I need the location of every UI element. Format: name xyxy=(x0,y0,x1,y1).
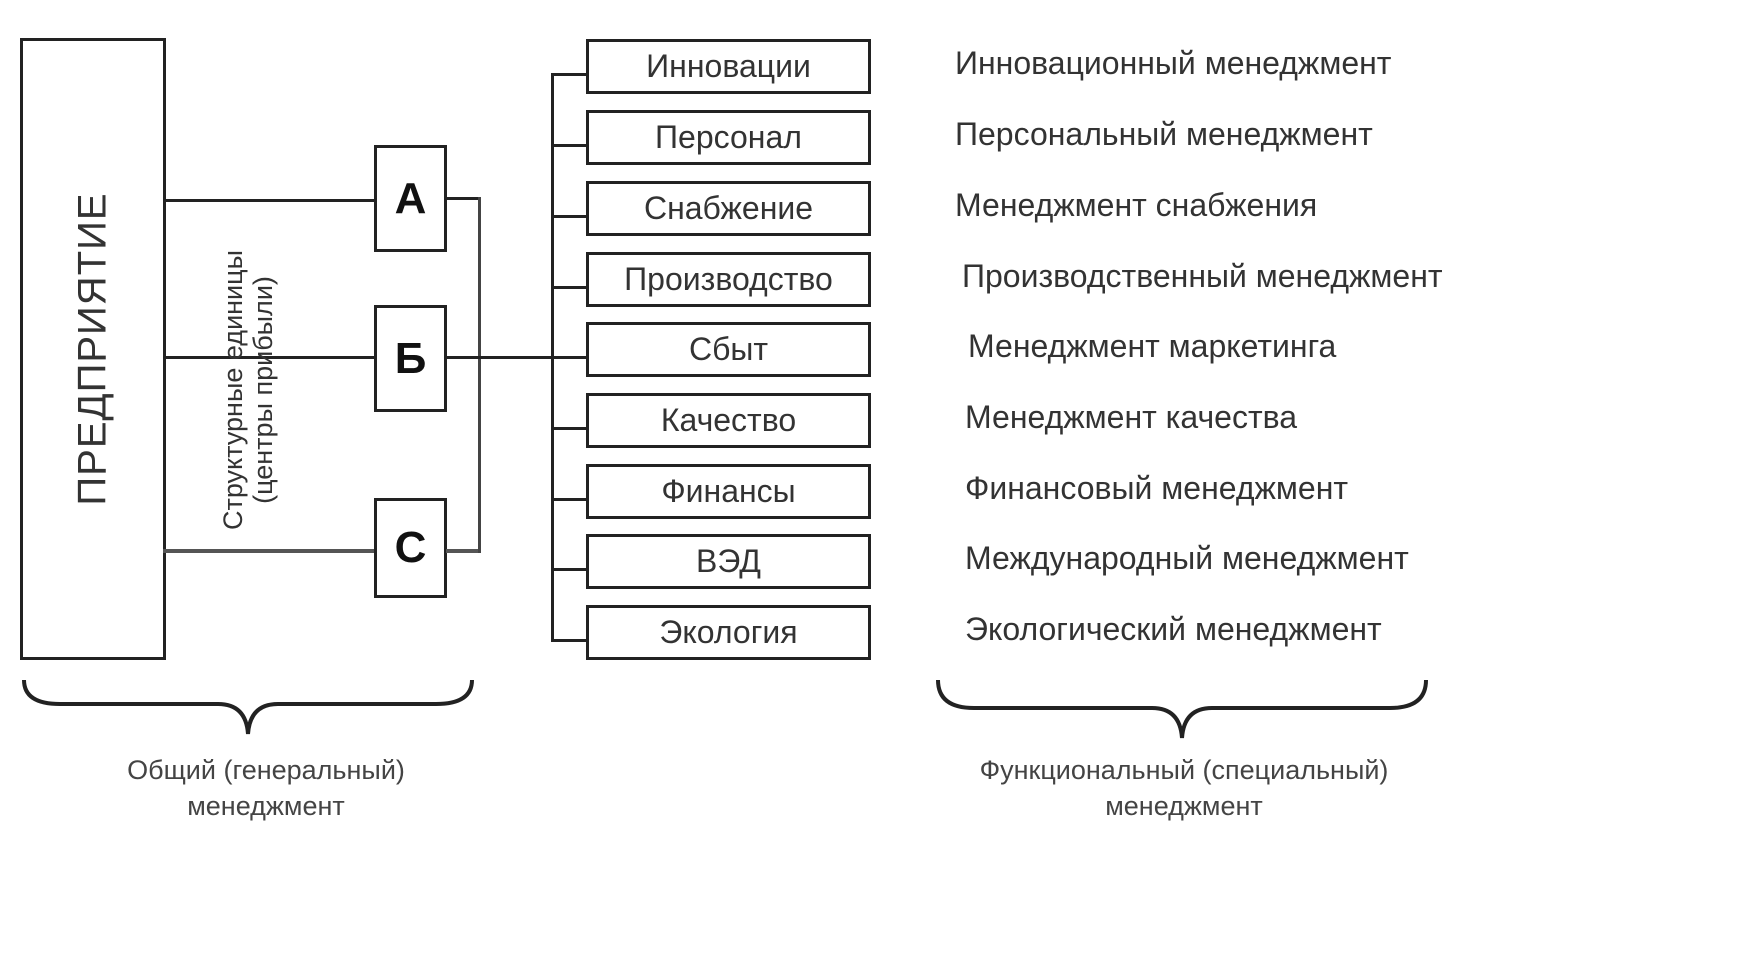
function-connector xyxy=(551,356,587,359)
function-connector xyxy=(551,73,587,76)
general-management-caption-line2: менеджмент xyxy=(187,791,345,821)
function-area-box: Персонал xyxy=(586,110,871,165)
function-connector xyxy=(551,568,587,571)
function-connector xyxy=(551,215,587,218)
link-units-to-functions xyxy=(446,356,587,359)
function-connector xyxy=(551,498,587,501)
link-unit-c-stub xyxy=(446,549,481,553)
link-enterprise-unit-a xyxy=(163,199,375,202)
function-management-label: Менеджмент маркетинга xyxy=(968,328,1337,364)
general-brace-icon xyxy=(22,679,474,735)
function-connector xyxy=(551,286,587,289)
functional-management-caption-line2: менеджмент xyxy=(1105,791,1263,821)
function-management-label: Финансовый менеджмент xyxy=(965,470,1349,506)
link-unit-a-stub xyxy=(446,197,481,200)
enterprise-box: ПРЕДПРИЯТИЕ xyxy=(20,38,166,660)
structural-units-caption-line2: (центры прибыли) xyxy=(248,276,278,504)
functional-management-caption-line1: Функциональный (специальный) xyxy=(979,755,1389,785)
link-enterprise-unit-b xyxy=(163,356,375,359)
function-management-label: Инновационный менеджмент xyxy=(955,45,1392,81)
function-area-box: Сбыт xyxy=(586,322,871,377)
function-connector xyxy=(551,639,587,642)
function-area-box: Финансы xyxy=(586,464,871,519)
unit-a-box: А xyxy=(374,145,447,252)
general-management-caption-line1: Общий (генеральный) xyxy=(127,755,405,785)
link-enterprise-unit-c xyxy=(163,549,375,553)
enterprise-label: ПРЕДПРИЯТИЕ xyxy=(70,192,115,506)
unit-b-box: Б xyxy=(374,305,447,412)
units-vertical-connector xyxy=(478,197,481,553)
function-management-label: Международный менеджмент xyxy=(965,540,1409,576)
function-area-box: Экология xyxy=(586,605,871,660)
general-management-caption: Общий (генеральный) менеджмент xyxy=(66,752,466,824)
function-connector xyxy=(551,144,587,147)
function-management-label: Производственный менеджмент xyxy=(962,258,1443,294)
function-area-box: ВЭД xyxy=(586,534,871,589)
function-area-box: Инновации xyxy=(586,39,871,94)
function-connector xyxy=(551,427,587,430)
functional-management-caption: Функциональный (специальный) менеджмент xyxy=(934,752,1434,824)
unit-c-box: С xyxy=(374,498,447,598)
function-management-label: Менеджмент качества xyxy=(965,399,1298,435)
structural-units-caption: Структурные единицы (центры прибыли) xyxy=(218,250,278,530)
function-management-label: Экологический менеджмент xyxy=(965,611,1382,647)
function-area-box: Производство xyxy=(586,252,871,307)
structural-units-caption-line1: Структурные единицы xyxy=(218,249,248,531)
function-management-label: Менеджмент снабжения xyxy=(955,187,1318,223)
function-area-box: Качество xyxy=(586,393,871,448)
function-management-label: Персональный менеджмент xyxy=(955,116,1373,152)
functional-brace-icon xyxy=(936,679,1428,739)
function-area-box: Снабжение xyxy=(586,181,871,236)
